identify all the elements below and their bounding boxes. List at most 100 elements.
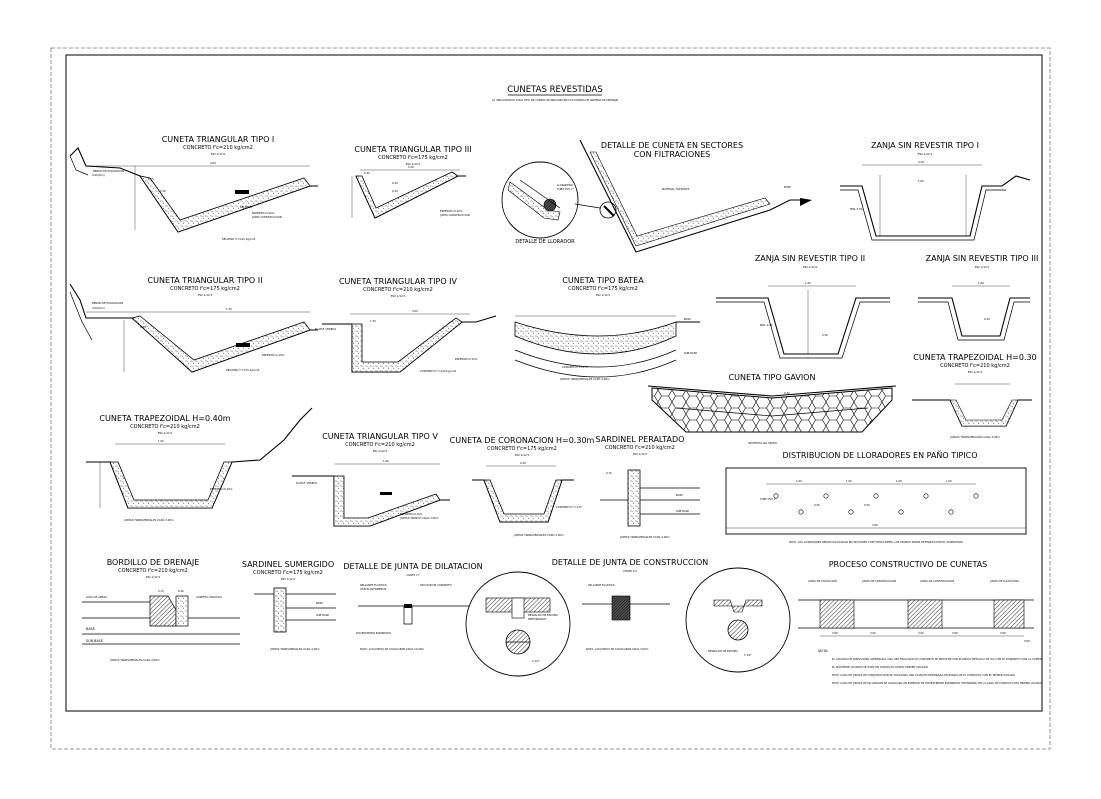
note-1: EL VACIADO DE PAÑOS SERA ALTERNADO, UNA … (832, 656, 1043, 661)
tri2-label-f: RELLENO f'c=175 kg/cm2 (226, 368, 260, 372)
sardinel-sumergido-scale: ESC.1/12.5 (281, 577, 296, 581)
detail-triangular-4: CUNETA TRIANGULAR TIPO IV CONCRETO f'c=2… (315, 277, 497, 373)
junta-construccion-cut: CORTE X-X (623, 569, 637, 573)
batea-label-c: JUNTAS TRANSVERSALES CADA 3.00m (559, 377, 610, 381)
proc-label-i: 3.00 (1000, 631, 1006, 635)
proc-label-h: 3.00 (952, 631, 958, 635)
tri1-label-a: 0.15 (148, 177, 154, 181)
sp-label-b: SUB BASE (676, 509, 689, 513)
filt-label-a: LLORADERO (557, 183, 573, 187)
trapezoidal-30-title: CUNETA TRAPEZOIDAL H=0.30 (913, 353, 1036, 362)
jc-label-a: SELLANTE ELASTICO (588, 583, 615, 587)
corona-label-b: 0.30 (520, 461, 526, 465)
lloradores-note: NOTA: LOS LLORADORES SERAN COLOCADOS EN … (789, 540, 963, 544)
jd-label-d: POLIESTIRENO EXPANDIDO (356, 631, 391, 635)
notes-block: NOTA: EL VACIADO DE PAÑOS SERA ALTERNADO… (818, 649, 1043, 685)
note-3: EN EL CASO DE JUNTAS DE CONSTRUCCION SE … (832, 673, 1015, 677)
zanja2-label-a: 1.00 (805, 281, 811, 285)
trap30-label-a: JUNTAS TRANSVERSALES CADA 3.00m (949, 435, 1000, 439)
triangular-5-scale: ESC.1/12.5 (373, 449, 388, 453)
zanja-1-title: ZANJA SIN REVESTIR TIPO I (871, 141, 979, 150)
sardinel-peraltado-title: SARDINEL PERALTADO (596, 435, 685, 444)
tri3-label-e: ESPESOR=0.10m (440, 209, 463, 213)
zanja2-label-b: 0.50 (822, 333, 828, 337)
coronacion-spec: CONCRETO f'c=175 kg/cm2 (487, 446, 557, 452)
tri5-label-c: ESPESOR=0.10m (400, 512, 423, 516)
tri2-label-d: 0.30 (140, 325, 146, 329)
ll-label-g: 0.50 (864, 503, 870, 507)
jd-label-h: 2 1/2" (532, 659, 540, 663)
detail-trapezoidal-30: CUNETA TRAPEZOIDAL H=0.30 CONCRETO f'c=2… (912, 353, 1037, 439)
note-4: EN EL CASO DE JUNTAS DE DILATACION SE CO… (832, 681, 1042, 685)
batea-label-a: BASE (684, 317, 691, 321)
jd-label-a: SELLANTE ELASTICO (360, 583, 387, 587)
detail-bordillo: BORDILLO DE DRENAJE CONCRETO f'c=210 kg/… (82, 558, 240, 662)
triangular-5-title: CUNETA TRIANGULAR TIPO V (322, 432, 438, 441)
zanja-3-title: ZANJA SIN REVESTIR TIPO III (926, 254, 1039, 263)
tri1-label-d: ESPESOR=0.10m (252, 211, 275, 215)
triangular-2-title: CUNETA TRIANGULAR TIPO II (148, 276, 263, 285)
tri1-label-min: 4.00(min) (92, 173, 105, 177)
sardinel-peraltado-spec: CONCRETO f'c=210 kg/cm2 (605, 445, 675, 451)
ss-label-a: BASE (316, 601, 323, 605)
coronacion-title: CUNETA DE CORONACION H=0.30m (450, 436, 595, 445)
triangular-1-spec: CONCRETO f'c=210 kg/cm2 (183, 145, 253, 151)
sheet-subtitle: LA UBICACION DE CADA TIPO DE CUNETA SE I… (492, 98, 619, 102)
tri1-label-b: 1.50 (160, 189, 166, 193)
jd-label-g: PREFORMADO (528, 617, 546, 621)
filt-label-d: BASE (784, 185, 791, 189)
proc-label-e: 3.00 (832, 631, 838, 635)
ll-label-a: 3.00 (872, 523, 878, 527)
sardinel-peraltado-scale: ESC.1/12.5 (633, 452, 648, 456)
ss-label-c: JUNTAS TRANSVERSALES CADA 3.00m (269, 647, 320, 651)
trapezoidal-30-spec: CONCRETO f'c=210 kg/cm2 (940, 363, 1010, 369)
zanja3-label-b: 0.50 (984, 317, 990, 321)
bordillo-label-a: LOSA DE APROX. (86, 595, 108, 599)
batea-spec: CONCRETO f'c=175 kg/cm2 (568, 286, 638, 292)
triangular-1-scale: ESC.1/12.5 (211, 152, 226, 156)
zanja1-label-b: 1.00 (918, 179, 924, 183)
jc-label-c: RESPALDO DE ESPUMA (708, 649, 738, 653)
proc-label-j: 3.00 (1024, 639, 1030, 643)
notes-head: NOTA: (818, 649, 828, 653)
triangular-4-scale: ESC.1/12.5 (391, 294, 406, 298)
detail-trapezoidal-40: CUNETA TRAPEZOIDAL H=0.40m CONCRETO f'c=… (86, 407, 313, 522)
tri3-label-d: 0.50 (392, 189, 398, 193)
triangular-5-spec: CONCRETO f'c=210 kg/cm2 (345, 442, 415, 448)
sp-label-a: BASE (676, 493, 683, 497)
sp-label-d: 0.15 (606, 471, 612, 475)
ll-label-c: 1.00 (846, 479, 852, 483)
proc-label-d: JUNTA DE DILATACION (989, 579, 1019, 583)
tri3-label-a: 1.00 (408, 165, 414, 169)
proc-label-c: JUNTA DE CONSTRUCCION (919, 579, 954, 583)
detail-filtraciones: DETALLE DE CUNETA EN SECTORES CON FILTRA… (501, 139, 812, 253)
detail-lloradores: DISTRIBUCION DE LLORADORES EN PAÑO TIPIC… (725, 450, 1027, 544)
proc-label-a: JUNTA DE DILATACION (807, 579, 837, 583)
tri4-label-a: 4.00 (412, 309, 418, 313)
detail-junta-dilatacion: DETALLE DE JUNTA DE DILATACION CORTE Y-Y… (343, 562, 571, 677)
detail-triangular-2: CUNETA TRIANGULAR TIPO II CONCRETO f'c=1… (69, 276, 318, 373)
detail-junta-construccion: DETALLE DE JUNTA DE CONSTRUCCION CORTE X… (552, 558, 791, 673)
tri2-label-e: ESPESOR=0.10m (262, 353, 285, 357)
tri1-label-berma: BERMA DE EXCAVACION (93, 169, 124, 173)
zanja-2-scale: ESC.1/12.5 (803, 265, 818, 269)
bordillo-title: BORDILLO DE DRENAJE (107, 558, 200, 567)
batea-scale: ESC.1/12.5 (596, 293, 611, 297)
junta-construccion-title: DETALLE DE JUNTA DE CONSTRUCCION (552, 558, 709, 567)
batea-title: CUNETA TIPO BATEA (562, 276, 644, 285)
triangular-4-title: CUNETA TRIANGULAR TIPO IV (339, 277, 458, 286)
sheet-title: CUNETAS REVESTIDAS (507, 85, 603, 95)
jc-label-d: 2 1/2" (744, 653, 752, 657)
filt-label-c: MATERIAL FILTRANTE (662, 187, 690, 191)
trap40-label-b: ESPESOR=0.10m (210, 487, 233, 491)
zanja1-label-a: 4.20 (918, 160, 924, 164)
zanja-2-title: ZANJA SIN REVESTIR TIPO II (755, 254, 865, 263)
detail-sardinel-peraltado: SARDINEL PERALTADO CONCRETO f'c=210 kg/c… (596, 435, 700, 539)
bordillo-label-d: SUB BASE (86, 639, 103, 643)
detail-batea: CUNETA TIPO BATEA CONCRETO f'c=175 kg/cm… (514, 276, 700, 381)
detail-zanja-1: ZANJA SIN REVESTIR TIPO I ESC.1/12.5 4.2… (840, 141, 1031, 241)
detail-coronacion: CUNETA DE CORONACION H=0.30m CONCRETO f'… (450, 436, 595, 537)
tri1-label-c: RELLENO (240, 205, 252, 209)
bordillo-label-f: 0.15 (158, 589, 164, 593)
